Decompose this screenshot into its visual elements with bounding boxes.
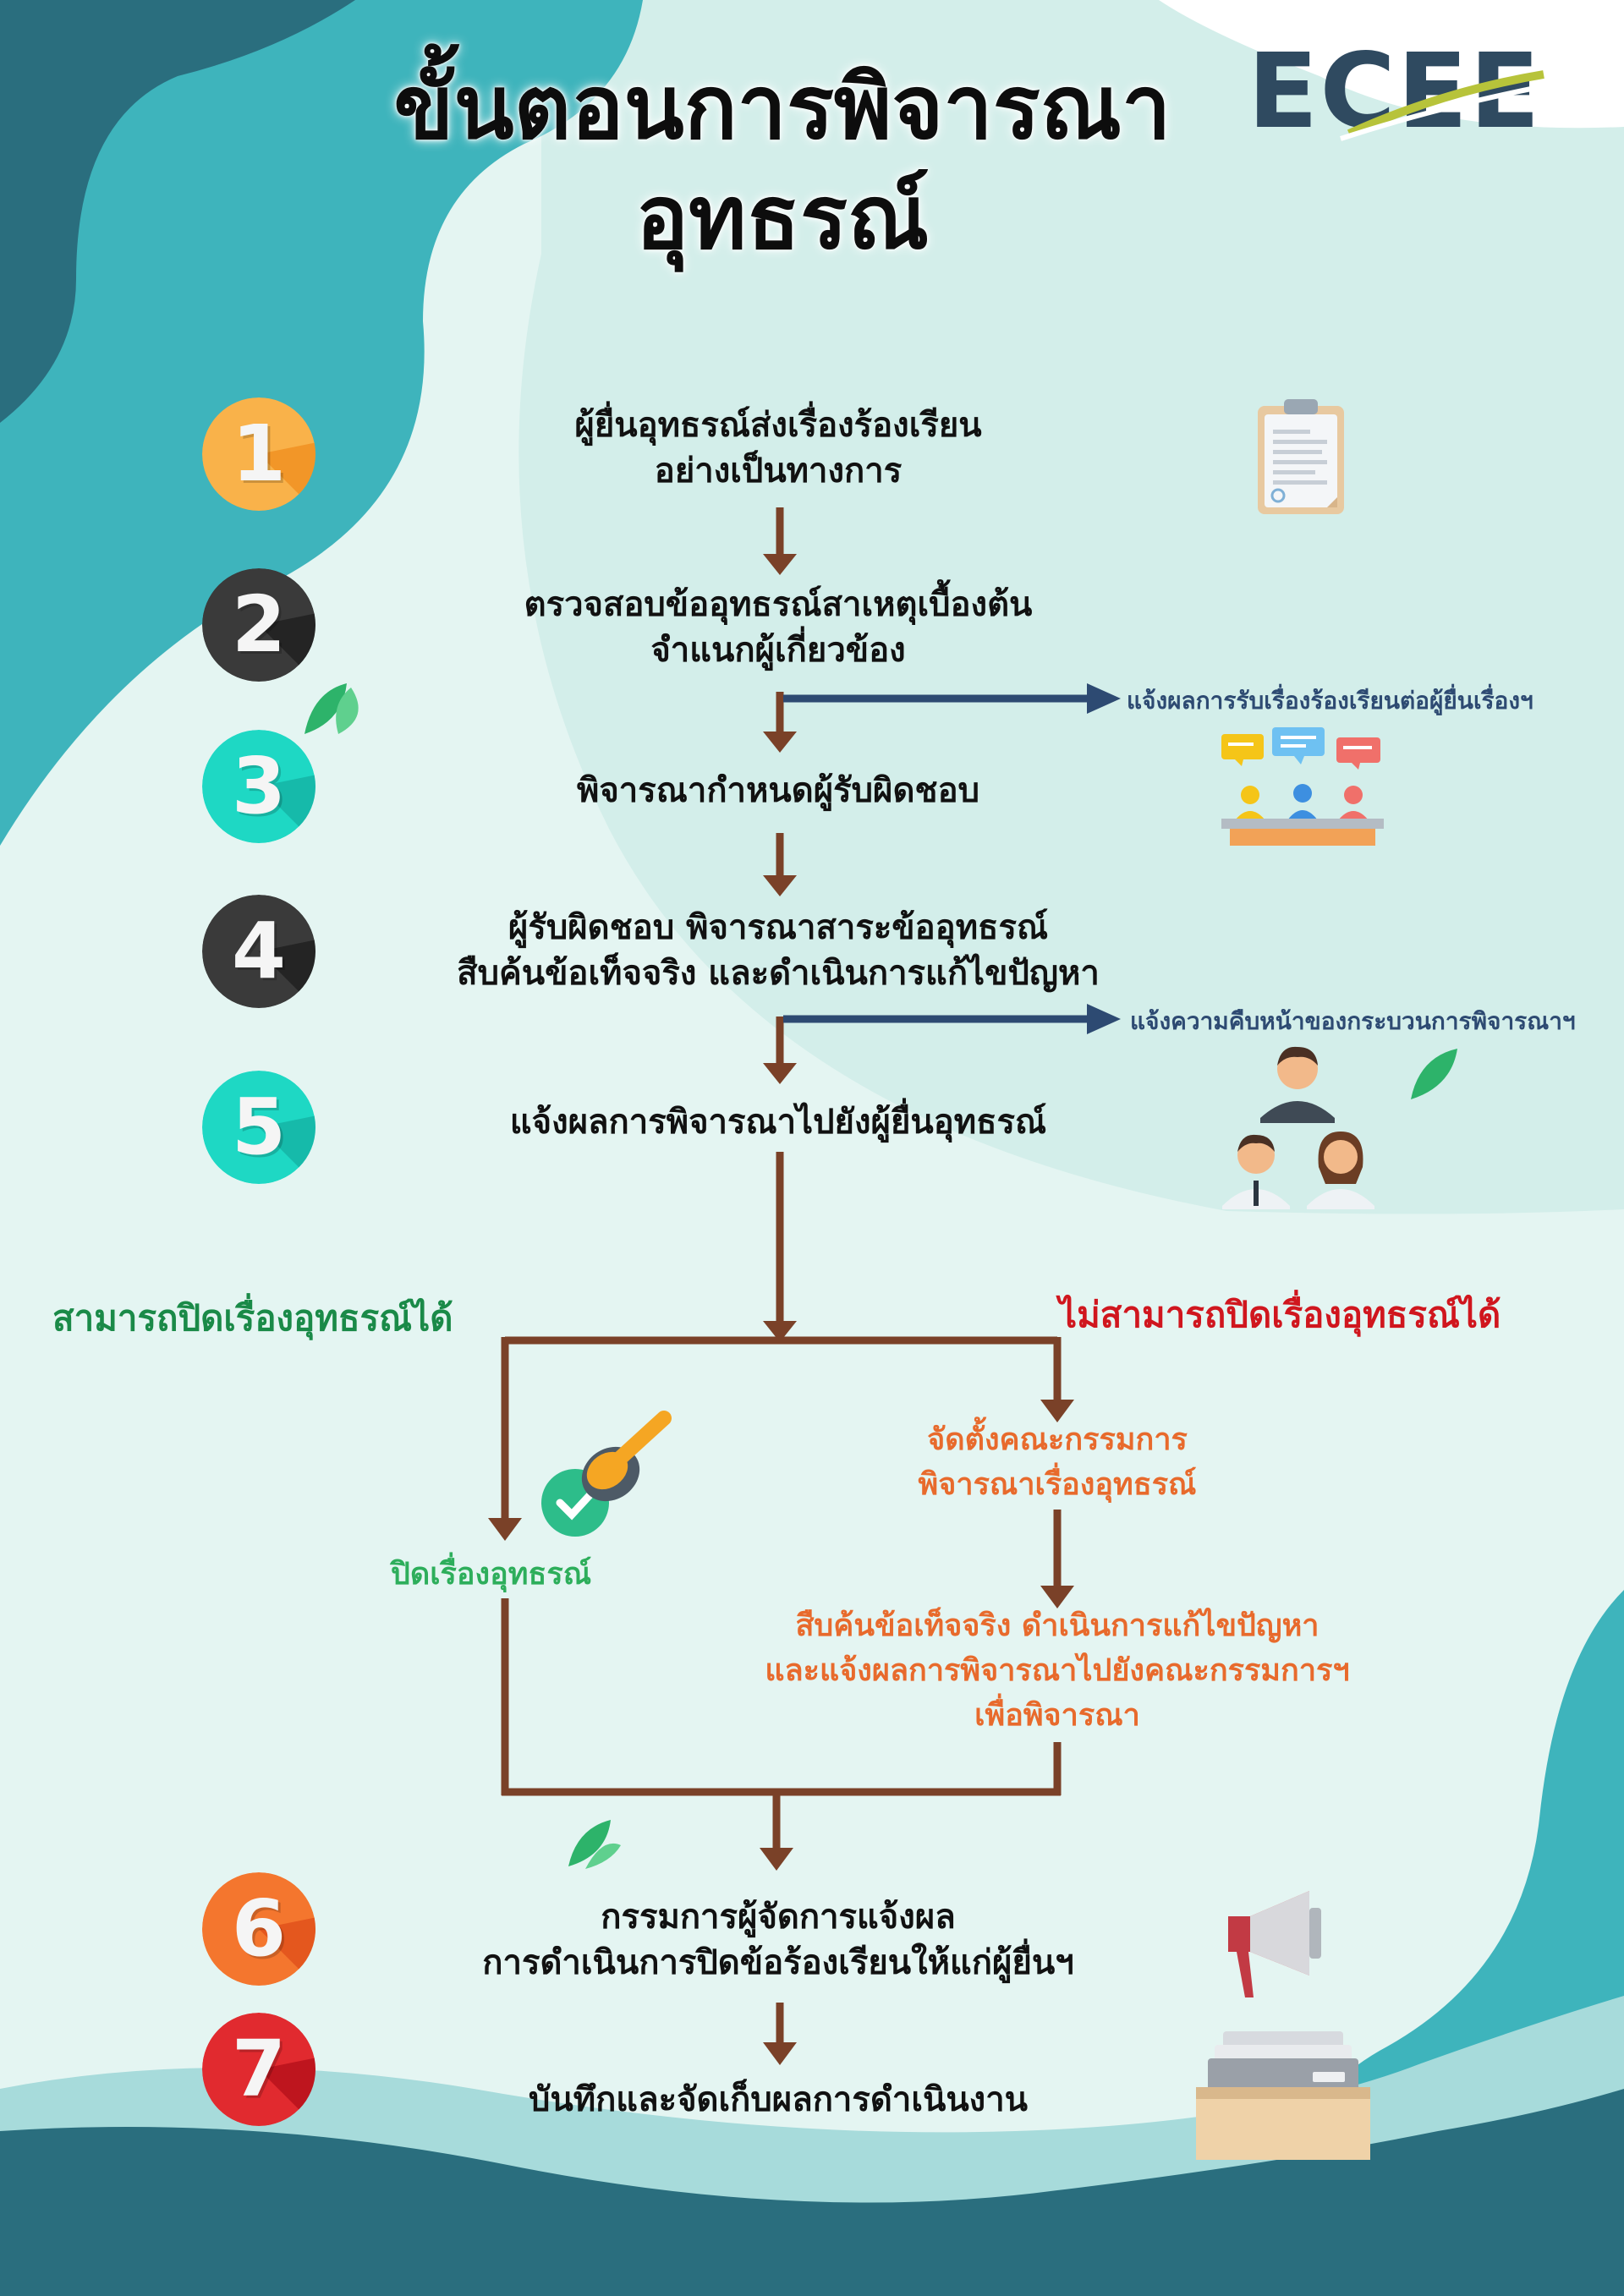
- step-3-number: 3: [231, 741, 286, 831]
- committee-line-1: จัดตั้งคณะกรรมการ: [927, 1422, 1188, 1457]
- step-7-text: บันทึกและจัดเก็บผลการดำเนินงาน: [355, 2077, 1201, 2123]
- megaphone-icon: [1228, 1891, 1321, 1997]
- step-1-badge: 1: [202, 397, 315, 511]
- step-4-text: ผู้รับผิดชอบ พิจารณาสาระข้ออุทธรณ์ สืบค้…: [355, 905, 1201, 996]
- receipt-notice: แจ้งผลการรับเรื่องร้องเรียนต่อผู้ยื่นเรื…: [1127, 687, 1533, 715]
- can-close-label: สามารถปิดเรื่องอุทธรณ์ได้: [52, 1297, 453, 1339]
- step-2-badge: 2: [202, 568, 315, 682]
- step-2-line-1: ตรวจสอบข้ออุทธรณ์สาเหตุเบื้องต้น: [524, 585, 1033, 624]
- step-4-line-1: ผู้รับผิดชอบ พิจารณาสาระข้ออุทธรณ์: [508, 908, 1049, 947]
- committee-line-2: พิจารณาเรื่องอุทธรณ์: [918, 1467, 1197, 1502]
- leaf-icon: [568, 1820, 621, 1869]
- ecee-logo: ECEE: [1248, 31, 1552, 151]
- progress-notice: แจ้งความคืบหน้าของกระบวนการพิจารณาฯ: [1130, 1007, 1576, 1035]
- file-archive-icon: [1196, 2031, 1370, 2160]
- meeting-icon: [1221, 727, 1384, 846]
- step-1-text: ผู้ยื่นอุทธรณ์ส่งเรื่องร้องเรียน อย่างเป…: [355, 403, 1201, 494]
- logo-text: ECEE: [1248, 31, 1542, 151]
- investigate-line-1: สืบค้นข้อเท็จจริง ดำเนินการแก้ไขปัญหา: [795, 1608, 1320, 1643]
- close-case-label: ปิดเรื่องอุทธรณ์: [391, 1557, 592, 1592]
- committee-text: จัดตั้งคณะกรรมการ พิจารณาเรื่องอุทธรณ์: [846, 1417, 1269, 1507]
- title-line-2: อุทธรณ์: [635, 166, 930, 269]
- step-3-line-1: พิจารณากำหนดผู้รับผิดชอบ: [577, 771, 979, 810]
- step-7-number: 7: [231, 2024, 286, 2114]
- step-1-number: 1: [231, 408, 286, 499]
- step-1-line-1: ผู้ยื่นอุทธรณ์ส่งเรื่องร้องเรียน: [574, 406, 982, 445]
- investigate-text: สืบค้นข้อเท็จจริง ดำเนินการแก้ไขปัญหา แล…: [710, 1603, 1404, 1738]
- step-6-badge: 6: [202, 1872, 315, 1986]
- step-3-badge: 3: [202, 730, 315, 843]
- step-7-line-1: บันทึกและจัดเก็บผลการดำเนินงาน: [528, 2080, 1029, 2119]
- stamp-icon: [541, 1411, 672, 1537]
- step-6-number: 6: [231, 1883, 286, 1974]
- step-5-number: 5: [231, 1082, 286, 1172]
- step-4-line-2: สืบค้นข้อเท็จจริง และดำเนินการแก้ไขปัญหา: [457, 954, 1100, 993]
- step-2-number: 2: [231, 579, 286, 670]
- step-7-badge: 7: [202, 2013, 315, 2126]
- people-icon: [1222, 1046, 1374, 1209]
- step-1-line-2: อย่างเป็นทางการ: [654, 452, 903, 490]
- page-title: ขั้นตอนการพิจารณา อุทธรณ์: [254, 52, 1311, 272]
- step-5-text: แจ้งผลการพิจารณาไปยังผู้ยื่นอุทธรณ์: [355, 1099, 1201, 1145]
- step-5-badge: 5: [202, 1071, 315, 1184]
- step-6-text: กรรมการผู้จัดการแจ้งผล การดำเนินการปิดข้…: [355, 1894, 1201, 1986]
- step-2-line-2: จำแนกผู้เกี่ยวข้อง: [650, 631, 906, 670]
- title-line-1: ขั้นตอนการพิจารณา: [393, 56, 1171, 159]
- leaf-icon: [304, 683, 359, 734]
- leaf-icon: [1411, 1049, 1457, 1099]
- step-5-line-1: แจ้งผลการพิจารณาไปยังผู้ยื่นอุทธรณ์: [509, 1103, 1047, 1142]
- step-4-number: 4: [231, 906, 286, 996]
- step-2-text: ตรวจสอบข้ออุทธรณ์สาเหตุเบื้องต้น จำแนกผู…: [355, 582, 1201, 673]
- step-6-line-1: กรรมการผู้จัดการแจ้งผล: [601, 1898, 956, 1937]
- investigate-line-2: และแจ้งผลการพิจารณาไปยังคณะกรรมการฯ: [765, 1653, 1350, 1688]
- cannot-close-label: ไม่สามารถปิดเรื่องอุทธรณ์ได้: [1059, 1294, 1501, 1335]
- clipboard-icon: [1258, 399, 1344, 514]
- step-3-text: พิจารณากำหนดผู้รับผิดชอบ: [355, 768, 1201, 814]
- investigate-line-3: เพื่อพิจารณา: [974, 1698, 1140, 1733]
- step-4-badge: 4: [202, 895, 315, 1008]
- step-6-line-2: การดำเนินการปิดข้อร้องเรียนให้แก่ผู้ยื่น…: [482, 1943, 1074, 1982]
